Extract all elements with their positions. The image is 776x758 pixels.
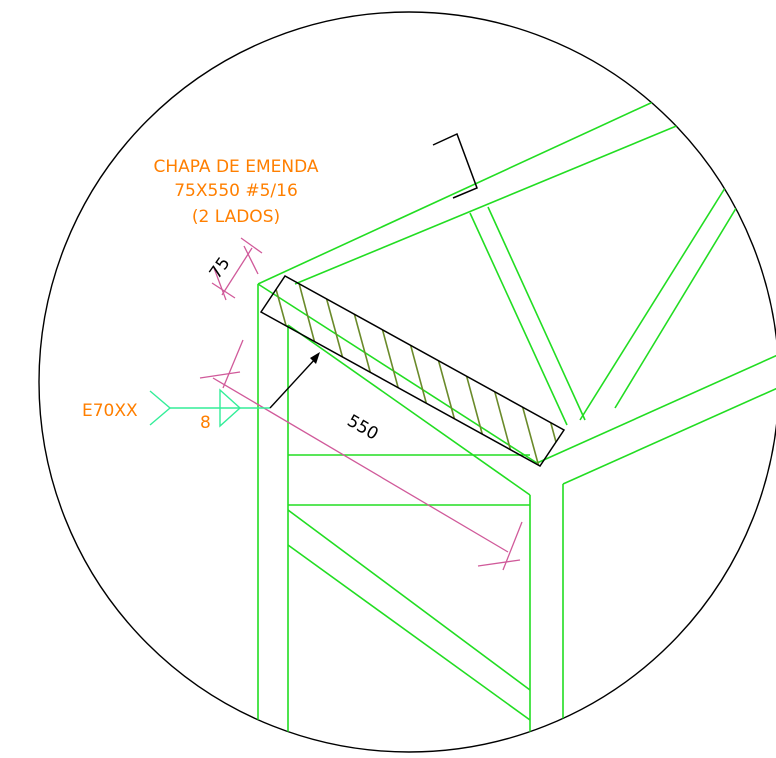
splice-plate: [259, 275, 566, 467]
weld-leader: [269, 352, 320, 409]
dimension-length-label: 550: [344, 411, 382, 445]
note-line-3: (2 LADOS): [192, 207, 280, 227]
section-marker: [432, 132, 478, 199]
dimension-width-label: 75: [206, 254, 235, 283]
weld-symbol: [149, 388, 270, 428]
note-line-1: CHAPA DE EMENDA: [153, 157, 318, 177]
dimension-lines: [199, 237, 523, 571]
detail-circle: [38, 11, 776, 753]
weld-size-label: 8: [200, 413, 211, 433]
note-line-2: 75X550 #5/16: [174, 181, 298, 201]
weld-electrode-label: E70XX: [82, 401, 138, 421]
truss-members: [257, 77, 776, 735]
